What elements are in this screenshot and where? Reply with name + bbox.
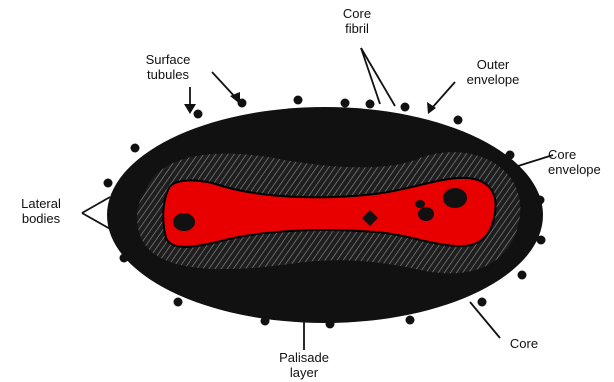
label-core-fibril: Core fibril — [327, 6, 387, 36]
surface-tubule — [454, 116, 463, 125]
label-line: fibril — [327, 21, 387, 36]
label-line: Palisade — [264, 350, 344, 365]
label-core-envelope: Core envelope — [548, 147, 614, 177]
surface-tubule — [294, 96, 303, 105]
surface-tubules-pointer — [212, 72, 236, 98]
label-line: layer — [264, 365, 344, 380]
surface-tubule — [406, 316, 415, 325]
surface-tubule — [341, 99, 350, 108]
label-palisade-layer: Palisade layer — [264, 350, 344, 380]
label-line: Surface — [130, 52, 206, 67]
label-outer-envelope: Outer envelope — [455, 57, 531, 87]
label-lateral-bodies: Lateral bodies — [6, 196, 76, 226]
label-line: Lateral — [6, 196, 76, 211]
inclusion — [443, 188, 467, 208]
label-surface-tubules: Surface tubules — [130, 52, 206, 82]
surface-tubule — [537, 236, 546, 245]
surface-tubule — [194, 110, 203, 119]
label-line: Core — [496, 336, 552, 351]
lateral-bodies-pointer — [82, 197, 110, 213]
inclusion — [415, 200, 425, 208]
surface-tubule — [401, 103, 410, 112]
label-line: Outer — [455, 57, 531, 72]
surface-tubule — [506, 151, 515, 160]
surface-tubule — [131, 144, 140, 153]
label-line: tubules — [130, 67, 206, 82]
surface-tubule — [261, 317, 270, 326]
label-core: Core — [496, 336, 552, 351]
label-line: envelope — [548, 162, 614, 177]
surface-tubule — [478, 298, 487, 307]
surface-tubule — [104, 179, 113, 188]
label-line: Core — [548, 147, 614, 162]
surface-tubule — [366, 100, 375, 109]
surface-tubule — [536, 196, 545, 205]
inclusion — [418, 207, 434, 221]
surface-tubule — [326, 320, 335, 329]
surface-tubule — [174, 298, 183, 307]
outer-envelope-pointer — [432, 82, 455, 108]
surface-tubule — [518, 271, 527, 280]
core-pointer — [470, 302, 500, 338]
label-line: Core — [327, 6, 387, 21]
surface-tubule — [120, 254, 129, 263]
label-line: bodies — [6, 211, 76, 226]
inclusion — [173, 213, 195, 231]
label-line: envelope — [455, 72, 531, 87]
